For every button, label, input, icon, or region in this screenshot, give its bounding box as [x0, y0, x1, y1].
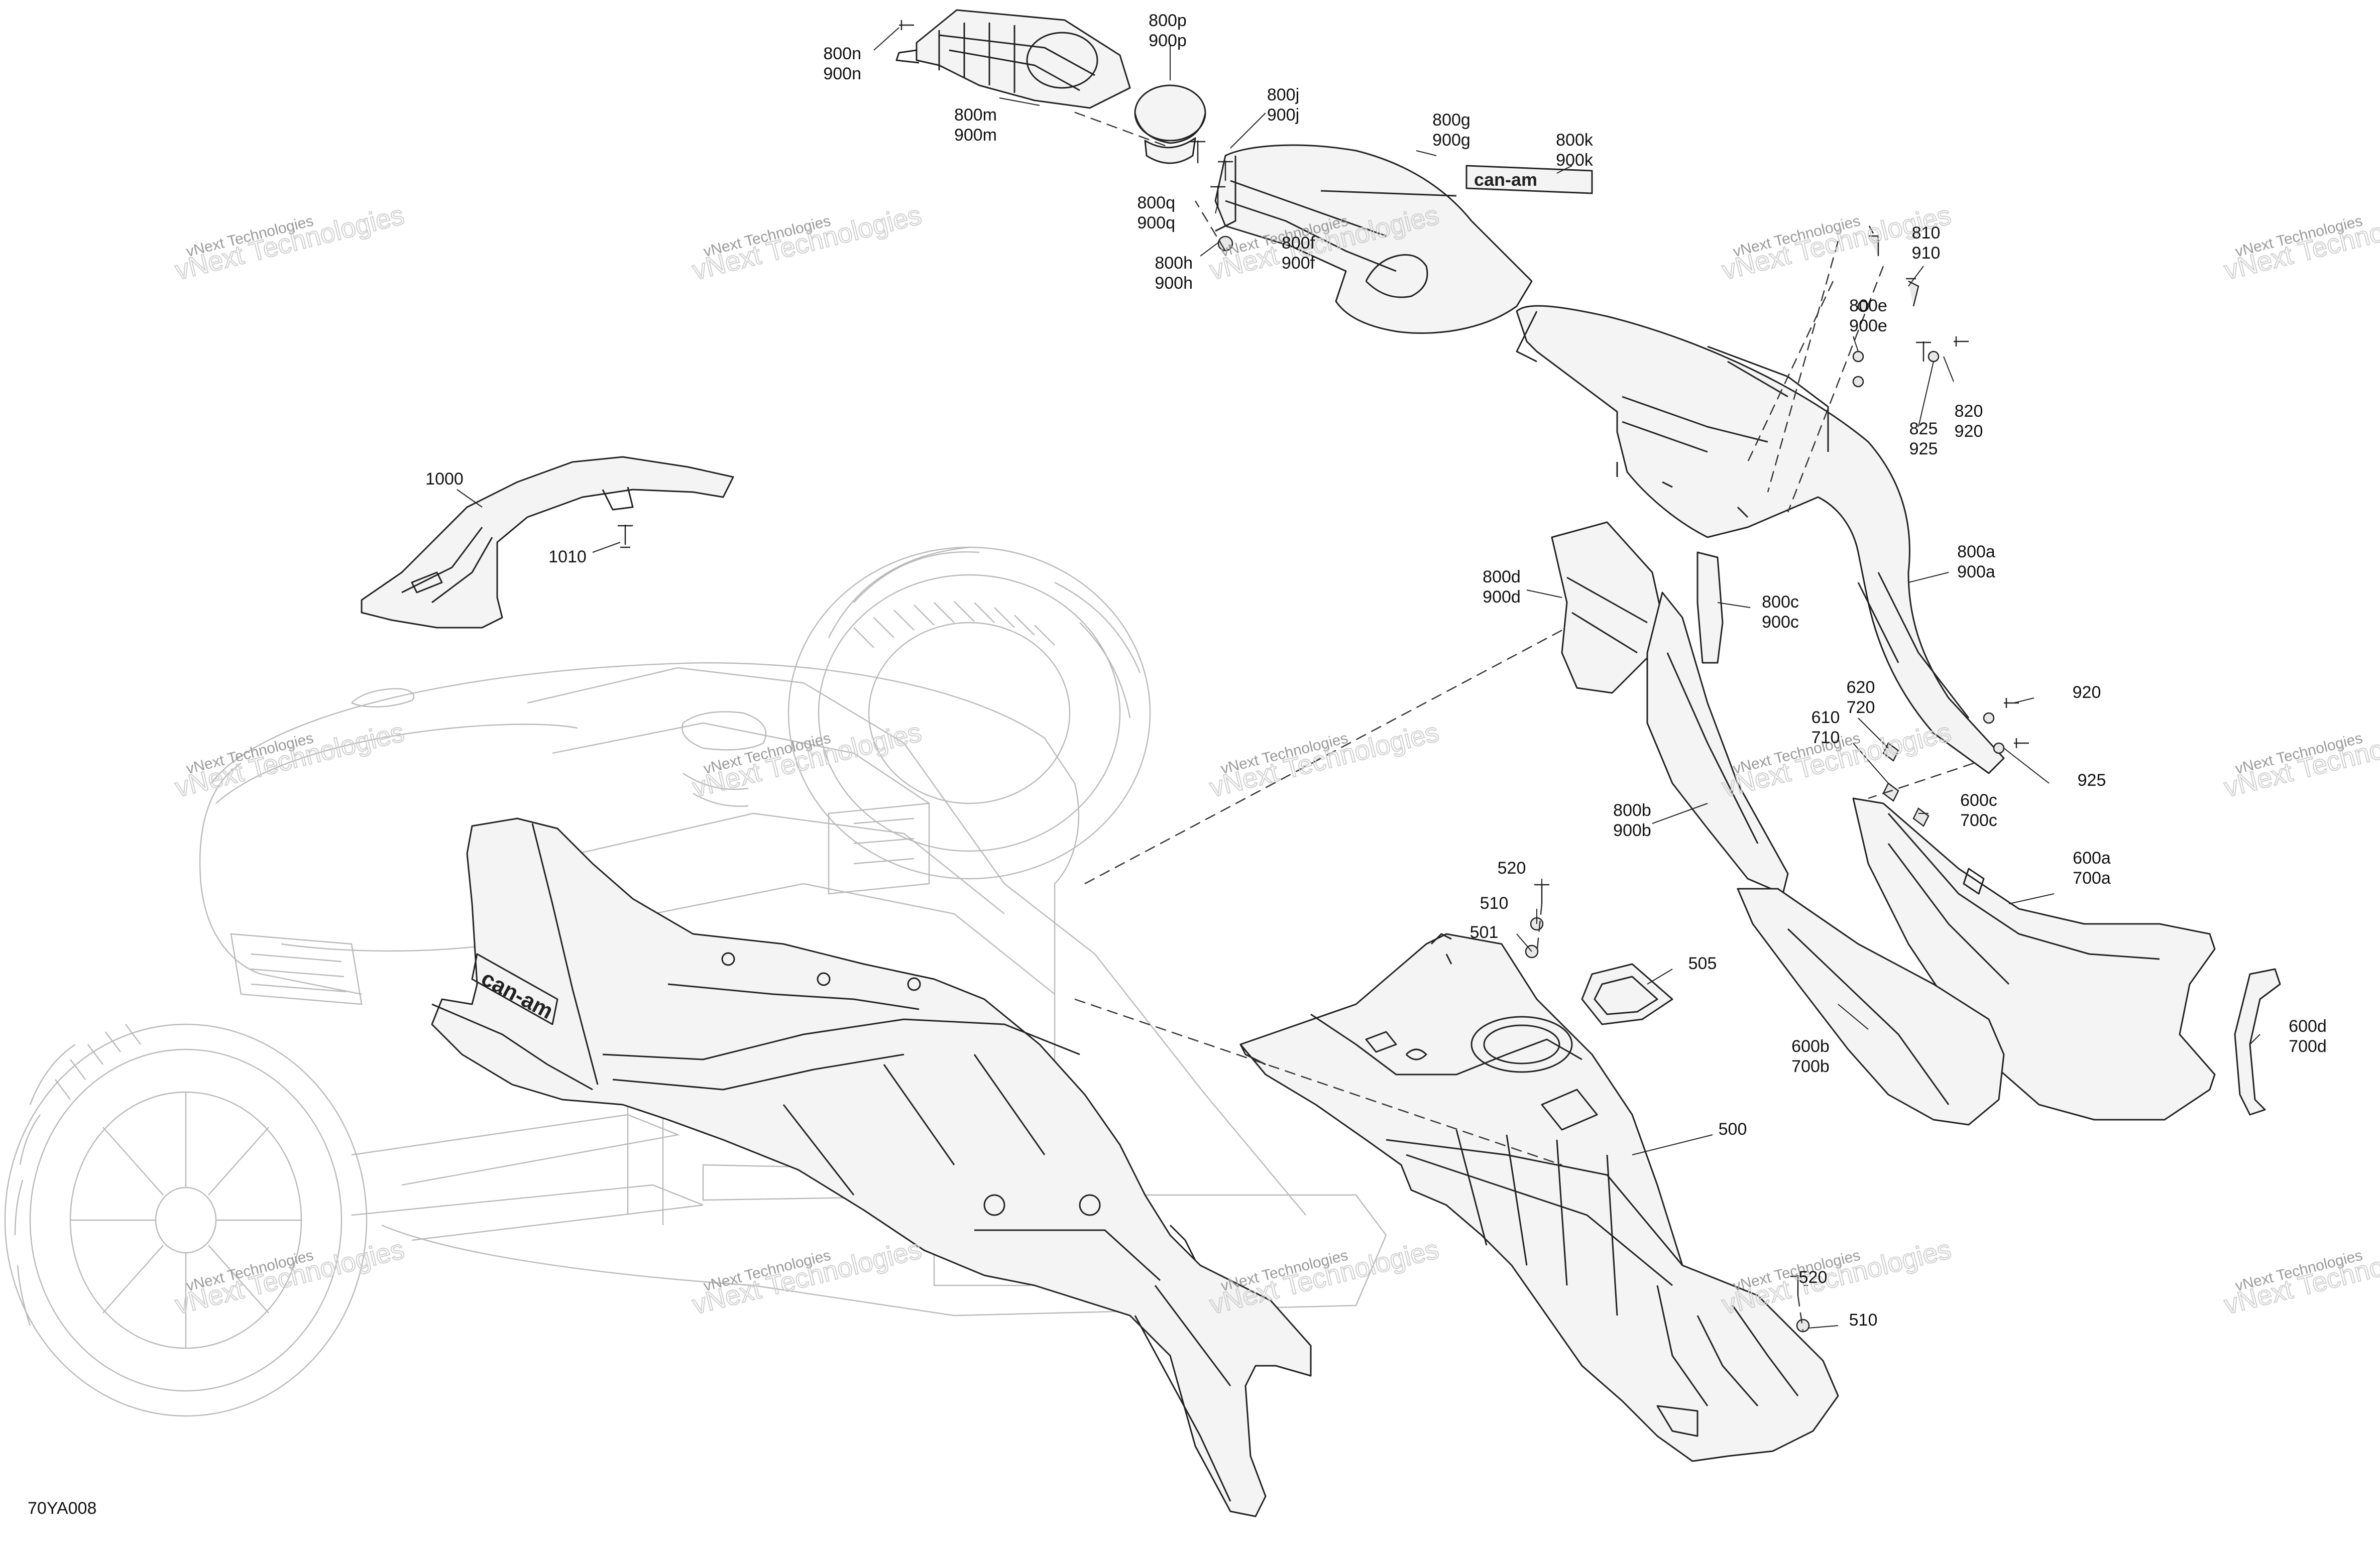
- part-800k-emblem: can-am: [1465, 165, 1593, 194]
- part-800g-cover: [1214, 144, 1533, 334]
- ghost-rear-wheel: [787, 546, 1151, 880]
- part-800d: [1551, 521, 1663, 694]
- callout-925: 925: [2078, 771, 2106, 790]
- callout-510-top: 510: [1480, 894, 1509, 913]
- part-1000-bracket: [361, 456, 734, 629]
- callout-1010: 1010: [548, 547, 587, 566]
- callout-520-bottom: 520: [1799, 1268, 1828, 1287]
- leader-lines: [457, 27, 2260, 1329]
- watermark: vNext Technologies vNext Technologies: [172, 1234, 408, 1321]
- callout-510-bottom: 510: [1849, 1311, 1878, 1330]
- fastener-1010: [618, 525, 633, 548]
- watermark: vNext Technologies vNext Technologies: [172, 199, 408, 286]
- ghost-front-wheel: [4, 1023, 368, 1417]
- callout-501: 501: [1470, 923, 1499, 942]
- diagram-code: 70YA008: [28, 1499, 96, 1518]
- part-600b: [1737, 888, 2005, 1126]
- part-505: [1581, 963, 1673, 1025]
- part-800m-bracket: [895, 9, 1131, 109]
- watermark: vNext Technologies vNext Technologies: [2221, 199, 2380, 286]
- callout-920: 920: [2073, 683, 2101, 702]
- watermark: vNext Technologies vNext Technologies: [689, 199, 925, 286]
- callout-1000: 1000: [425, 469, 464, 489]
- watermark: vNext Technologies vNext Technologies: [689, 717, 925, 803]
- watermark: vNext Technologies vNext Technologies: [172, 717, 408, 803]
- part-800p-cap: [1134, 84, 1206, 164]
- part-500-tail: [1239, 933, 1839, 1462]
- watermark: vNext Technologies vNext Technologies: [1206, 717, 1442, 803]
- part-800b: [1646, 591, 1789, 895]
- part-side-panel: can-am: [431, 817, 1312, 1517]
- callout-520-top: 520: [1498, 859, 1526, 878]
- emblem-lettering: can-am: [1474, 169, 1537, 190]
- watermark: vNext Technologies vNext Technologies: [2221, 717, 2380, 803]
- assembly-lines: [1069, 109, 1974, 1331]
- callout-500: 500: [1719, 1120, 1747, 1139]
- part-800a-rail: [1516, 305, 2005, 774]
- watermark: vNext Technologies vNext Technologies: [2221, 1234, 2380, 1321]
- part-600d: [2234, 968, 2281, 1116]
- callout-505: 505: [1688, 954, 1717, 973]
- part-800c: [1696, 551, 1724, 664]
- ghost-tread: [55, 601, 1055, 1100]
- fasteners-top: [899, 20, 1233, 252]
- watermark: vNext Technologies vNext Technologies: [1719, 1234, 1955, 1321]
- watermarks: vNext Technologies vNext Technologies vN…: [172, 199, 2380, 1321]
